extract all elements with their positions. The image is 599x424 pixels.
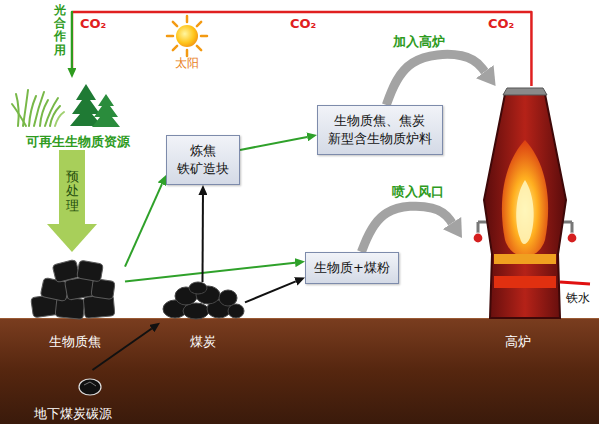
- node-label: 生物质焦: [49, 334, 101, 350]
- process-box: 生物质+煤粉: [305, 252, 399, 284]
- coal-pile: [163, 282, 244, 319]
- process-box: 炼焦 铁矿造块: [166, 135, 240, 185]
- box-text: 生物质焦、焦炭 新型含生物质炉料: [326, 112, 434, 147]
- connector-arrow: [245, 281, 296, 302]
- biomass-coke-pile: [31, 259, 115, 319]
- biomass-coke: 生物质焦: [25, 252, 125, 350]
- box-text: 炼焦 铁矿造块: [175, 142, 231, 177]
- connector-arrow: [93, 329, 152, 370]
- gas-label: CO₂: [488, 16, 514, 32]
- coal: 煤炭: [160, 282, 245, 350]
- connector-arrow: [361, 206, 452, 252]
- ground: [0, 318, 599, 424]
- process-name: 光合作用: [54, 4, 66, 57]
- tree-icon: [70, 84, 120, 127]
- biomass-resource: 可再生生物质资源: [5, 78, 150, 150]
- edge-label: 预处理: [66, 170, 79, 213]
- sun-label: 太阳: [175, 56, 199, 70]
- connector-arrow: [125, 184, 162, 267]
- gas-label: CO₂: [80, 16, 106, 32]
- gas-label: CO₂: [290, 16, 316, 32]
- sun-icon: [167, 16, 207, 56]
- node-label: 煤炭: [190, 334, 216, 350]
- blast-furnace-node: 高炉: [462, 86, 574, 350]
- connector-arrow: [72, 12, 531, 86]
- connector-arrow: [240, 137, 307, 150]
- edge-label: 喷入风口: [392, 184, 444, 200]
- underground-coal-source: 地下煤炭碳源: [8, 370, 138, 422]
- connector-arrow: [125, 263, 295, 282]
- blast-furnace: [473, 88, 590, 318]
- node-label: 高炉: [505, 334, 531, 350]
- box-text: 生物质+煤粉: [314, 259, 390, 277]
- underground-coal: [79, 379, 101, 395]
- edge-label: 加入高炉: [393, 34, 445, 50]
- connector-arrow: [202, 195, 204, 282]
- connector-arrow: [386, 54, 484, 105]
- product-label: 铁水: [566, 291, 590, 305]
- node-label: 地下煤炭碳源: [34, 406, 112, 422]
- connector-arrow: [59, 150, 85, 224]
- process-box: 生物质焦、焦炭 新型含生物质炉料: [317, 105, 443, 155]
- node-label: 可再生生物质资源: [26, 134, 130, 150]
- grass-icon: [12, 90, 64, 126]
